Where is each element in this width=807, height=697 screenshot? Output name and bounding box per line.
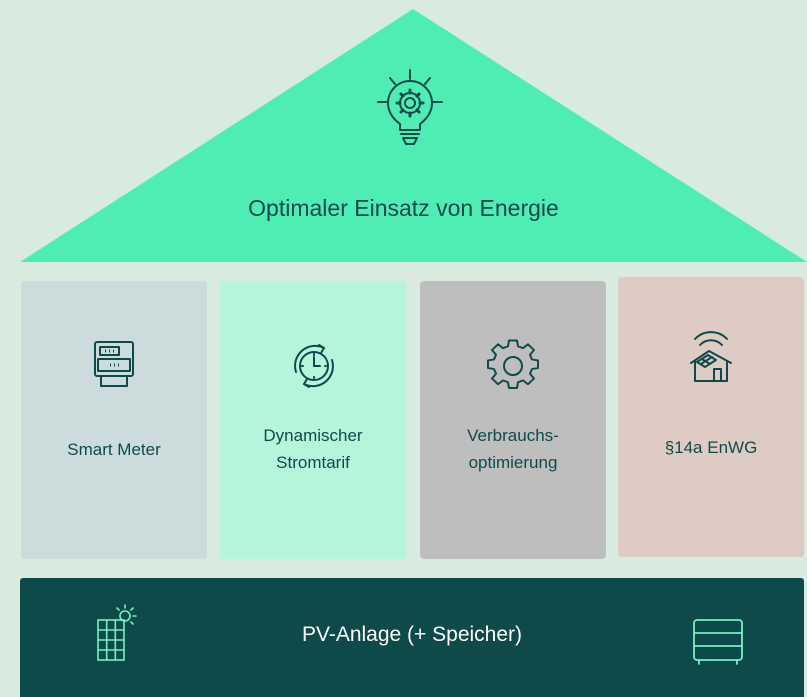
gear-icon — [487, 339, 539, 389]
pillar-consumption-optimization: Verbrauchs- optimierung — [420, 281, 606, 559]
roof-label: Optimaler Einsatz von Energie — [248, 195, 559, 221]
pillar-label-line: §14a EnWG — [664, 438, 758, 457]
battery-storage-icon — [693, 619, 743, 665]
pillar-label-line: Dynamischer — [263, 426, 363, 445]
smart-meter-icon — [94, 341, 134, 387]
pillar-label-line: Verbrauchs- — [467, 426, 559, 445]
pillar-dynamic-tariff: Dynamischer Stromtarif — [220, 281, 406, 559]
roof-triangle — [20, 9, 807, 262]
foundation-label: PV-Anlage (+ Speicher) — [301, 623, 523, 646]
pillar-label-line: Stromtarif — [276, 453, 350, 472]
foundation-pv-system: PV-Anlage (+ Speicher) — [20, 578, 804, 697]
clock-cycle-icon — [294, 344, 334, 388]
smart-house-icon — [690, 331, 732, 382]
lightbulb-gear-icon — [377, 69, 443, 145]
pillar-14a-enwg: §14a EnWG — [618, 277, 804, 557]
solar-panel-icon — [97, 604, 137, 661]
pillar-label-line: Smart Meter — [67, 440, 161, 459]
pillar-label-line: optimierung — [468, 453, 558, 472]
pillar-smart-meter: Smart Meter — [21, 281, 207, 559]
